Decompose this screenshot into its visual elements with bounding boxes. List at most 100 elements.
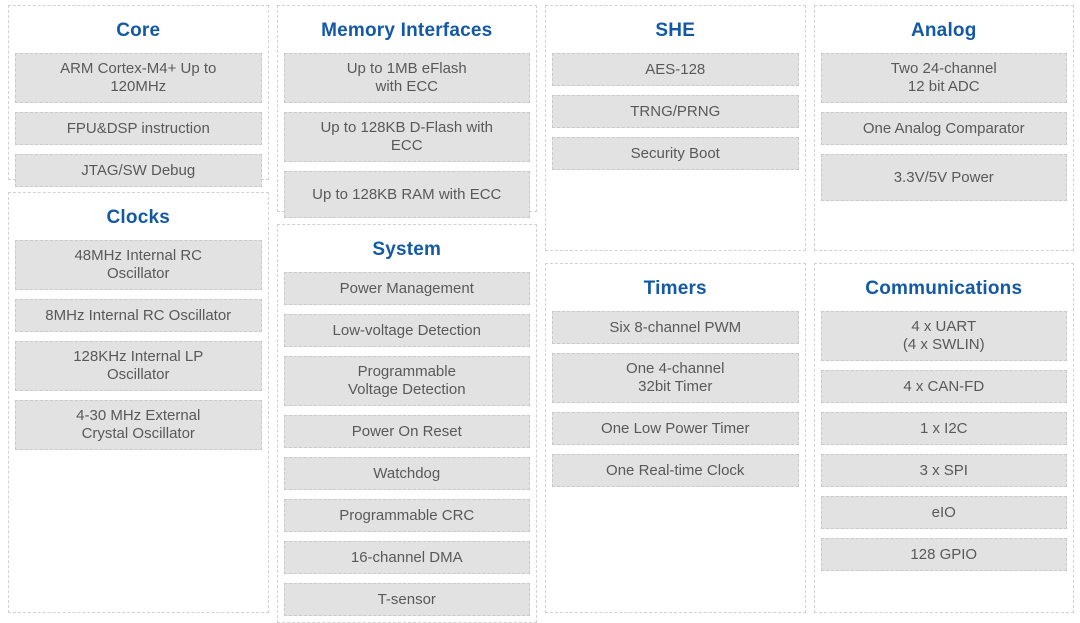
- feature-item-text: T-sensor: [377, 590, 436, 608]
- feature-item: TRNG/PRNG: [552, 95, 799, 128]
- feature-item-text: Power Management: [339, 279, 474, 297]
- panel-title: Communications: [865, 278, 1023, 299]
- feature-item: eIO: [820, 496, 1067, 529]
- panel-title: System: [372, 239, 442, 260]
- feature-item-text: Programmable CRC: [339, 506, 475, 524]
- feature-item-text: Security Boot: [630, 144, 720, 162]
- feature-item-text: Power On Reset: [351, 422, 462, 440]
- feature-item-text: Low-voltage Detection: [332, 321, 481, 339]
- feature-item: Programmable CRC: [283, 499, 530, 532]
- feature-item: 128 GPIO: [820, 538, 1067, 571]
- feature-item: One Analog Comparator: [820, 112, 1067, 145]
- feature-item: 3 x SPI: [820, 454, 1067, 487]
- feature-item: Power On Reset: [283, 415, 530, 448]
- feature-item-text: 120MHz: [110, 78, 167, 95]
- feature-item: Power Management: [283, 272, 530, 305]
- feature-item: 3.3V/5V Power: [820, 154, 1067, 201]
- feature-item-text: 128KHz Internal LP: [73, 348, 204, 365]
- feature-item-text: (4 x SWLIN): [902, 336, 985, 353]
- feature-item-text: 4 x CAN-FD: [903, 377, 985, 395]
- feature-item-text: eIO: [931, 503, 956, 521]
- feature-item-text: 16-channel DMA: [350, 548, 463, 566]
- feature-item-text: 3.3V/5V Power: [893, 168, 994, 186]
- feature-item-text: Up to 1MB eFlash: [346, 60, 467, 77]
- feature-item-text: 3 x SPI: [919, 461, 968, 479]
- feature-item-text: Programmable: [357, 363, 456, 380]
- feature-item: 16-channel DMA: [283, 541, 530, 574]
- feature-item-text: 32bit Timer: [638, 378, 713, 395]
- feature-item-text: 12 bit ADC: [907, 78, 980, 95]
- feature-item-text: TRNG/PRNG: [630, 102, 721, 120]
- feature-item-list: 4 x UART(4 x SWLIN) 4 x CAN-FD 1 x I2C 3 x …: [820, 311, 1067, 571]
- feature-item-text: Voltage Detection: [347, 381, 466, 398]
- feature-item-text: Oscillator: [106, 366, 170, 383]
- feature-item-text: 48MHz Internal RC: [74, 247, 203, 264]
- feature-item-text: Watchdog: [373, 464, 441, 482]
- feature-item-text: 4 x UART: [911, 318, 977, 335]
- feature-item: AES-128: [552, 53, 799, 86]
- feature-item-text: JTAG/SW Debug: [81, 161, 196, 179]
- feature-item-text: One 4-channel: [626, 360, 725, 377]
- feature-item-text: ECC: [390, 137, 423, 154]
- feature-item: 4 x UART(4 x SWLIN): [820, 311, 1067, 361]
- feature-item-text: 128 GPIO: [910, 545, 978, 563]
- feature-item: T-sensor: [283, 583, 530, 616]
- feature-item-text: 8MHz Internal RC Oscillator: [45, 306, 232, 324]
- feature-item: FPU&DSP instruction: [15, 112, 262, 145]
- feature-item-text: with ECC: [375, 78, 438, 95]
- feature-item-text: Up to 128KB RAM with ECC: [312, 185, 502, 203]
- feature-item: Six 8-channel PWM: [552, 311, 799, 344]
- feature-item-text: Crystal Oscillator: [81, 425, 195, 442]
- feature-item-text: Six 8-channel PWM: [609, 318, 742, 336]
- feature-item: 1 x I2C: [820, 412, 1067, 445]
- panel-communications: Communications 4 x UART(4 x SWLIN) 4 x CAN…: [813, 263, 1074, 613]
- panel-title: Core: [116, 20, 161, 41]
- feature-item: Security Boot: [552, 137, 799, 170]
- panel-title: Analog: [910, 20, 977, 41]
- feature-item-text: Oscillator: [106, 265, 170, 282]
- feature-item: 8MHz Internal RC Oscillator: [15, 299, 262, 332]
- feature-item: JTAG/SW Debug: [15, 154, 262, 187]
- feature-item-text: Up to 128KB D-Flash with: [320, 119, 494, 136]
- feature-item: One Low Power Timer: [552, 412, 799, 445]
- panel-title: Memory Interfaces: [321, 20, 493, 41]
- feature-item-text: ARM Cortex-M4+ Up to: [60, 60, 217, 77]
- feature-item-text: One Analog Comparator: [862, 119, 1025, 137]
- feature-item-text: One Low Power Timer: [601, 419, 750, 437]
- feature-item-text: 4-30 MHz External: [76, 407, 201, 424]
- panel-title: Clocks: [106, 207, 170, 228]
- feature-item: Low-voltage Detection: [283, 314, 530, 347]
- feature-item-text: Two 24-channel: [890, 60, 997, 77]
- panel-title: SHE: [655, 20, 696, 41]
- feature-item-text: One Real-time Clock: [606, 461, 745, 479]
- feature-item: Watchdog: [283, 457, 530, 490]
- feature-item-text: AES-128: [645, 60, 706, 78]
- feature-item-text: FPU&DSP instruction: [66, 119, 210, 137]
- feature-item: One Real-time Clock: [552, 454, 799, 487]
- panel-title: Timers: [643, 278, 707, 299]
